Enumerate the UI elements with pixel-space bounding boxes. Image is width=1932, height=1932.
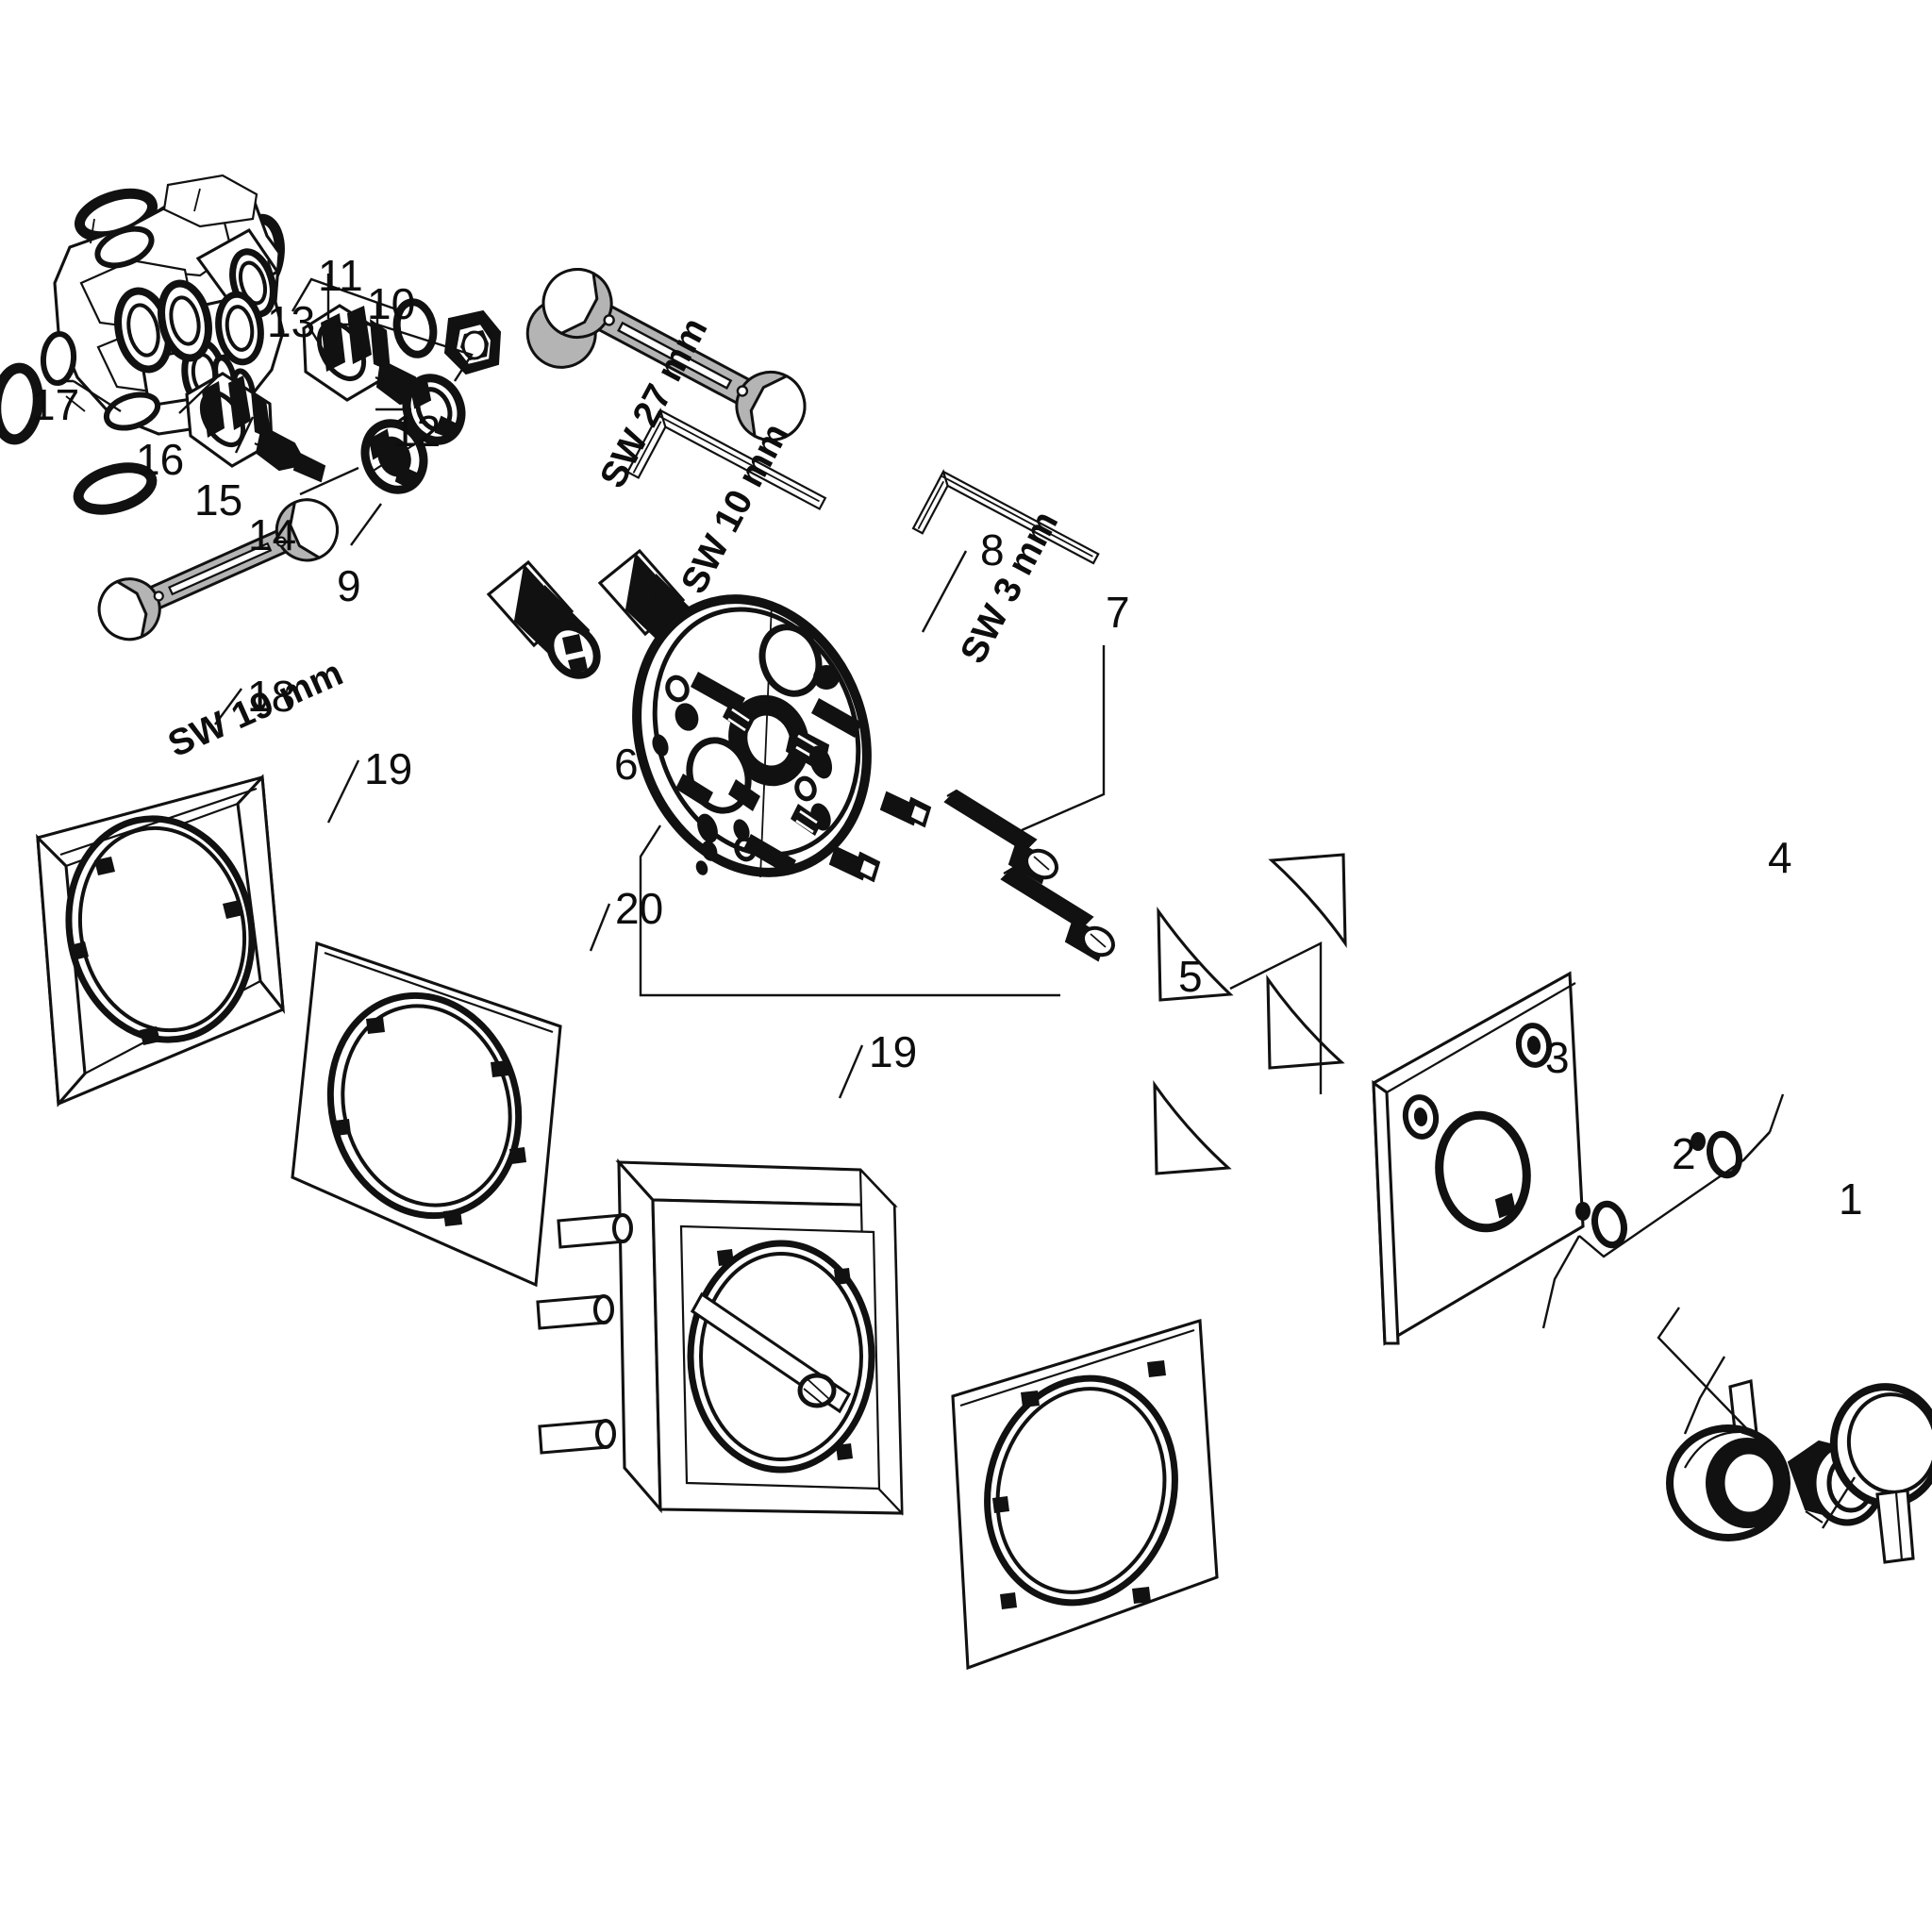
part-lever-handle — [1821, 1383, 1932, 1564]
callout-17: 17 — [31, 380, 80, 429]
part-round-mounting-plate — [632, 594, 1060, 997]
callout-16: 16 — [136, 435, 185, 484]
callout-5: 5 — [1178, 952, 1203, 1001]
part-retaining-ring — [360, 419, 428, 494]
callout-20: 20 — [615, 884, 664, 933]
part-grub-screws-orings — [1541, 1093, 1785, 1329]
part-deep-square-housing — [536, 1158, 904, 1516]
part-square-gasket-lower — [951, 1318, 1219, 1671]
callout-18: 18 — [247, 672, 296, 721]
part-corner-seal-set — [1153, 853, 1347, 1175]
set-screw-a — [879, 791, 932, 828]
housing-locating-pins — [536, 1213, 633, 1455]
long-screw-a — [943, 789, 1058, 885]
tool-sw10-hexkey — [625, 408, 827, 510]
part-long-fixing-screws — [943, 645, 1115, 962]
set-screw-b — [828, 845, 881, 883]
callout-10: 10 — [367, 279, 416, 328]
callout-19-lower: 19 — [869, 1027, 918, 1076]
callout-leader-lines — [58, 274, 968, 1099]
callout-8: 8 — [980, 525, 1005, 575]
callout-6: 6 — [614, 740, 639, 789]
callout-7: 7 — [1106, 588, 1130, 637]
callout-4: 4 — [1768, 833, 1792, 882]
callout-19-upper: 19 — [364, 744, 413, 793]
callout-14: 14 — [248, 510, 297, 559]
part-shut-off-cartridge — [185, 372, 326, 483]
tool-sw27-wrench — [525, 268, 807, 441]
tool-sw3-hexkey — [911, 469, 1100, 565]
tool-sw19-wrench — [97, 498, 339, 641]
callout-1: 1 — [1839, 1174, 1863, 1224]
callout-15: 15 — [194, 475, 243, 525]
oring-bottom — [73, 462, 158, 515]
part-thermostatic-cartridge — [302, 304, 451, 419]
part-handle-sleeve-assembly — [1657, 1307, 1885, 1541]
part-square-gasket-upper — [291, 941, 562, 1288]
callout-3: 3 — [1545, 1033, 1570, 1082]
callout-11: 11 — [318, 251, 363, 300]
oring-left — [0, 362, 43, 445]
extension-sleeve-a — [486, 559, 601, 679]
part-outer-square-frame — [36, 774, 286, 1108]
part-set-screws — [828, 791, 932, 883]
callout-2: 2 — [1672, 1129, 1696, 1178]
part-cap-nut — [443, 309, 502, 375]
part-threaded-ring — [402, 374, 466, 445]
callout-9: 9 — [337, 561, 361, 610]
part-square-escutcheon-plate — [1372, 971, 1585, 1346]
callout-12: 12 — [392, 407, 441, 456]
long-screw-b — [1000, 866, 1115, 962]
callout-13: 13 — [267, 297, 316, 346]
